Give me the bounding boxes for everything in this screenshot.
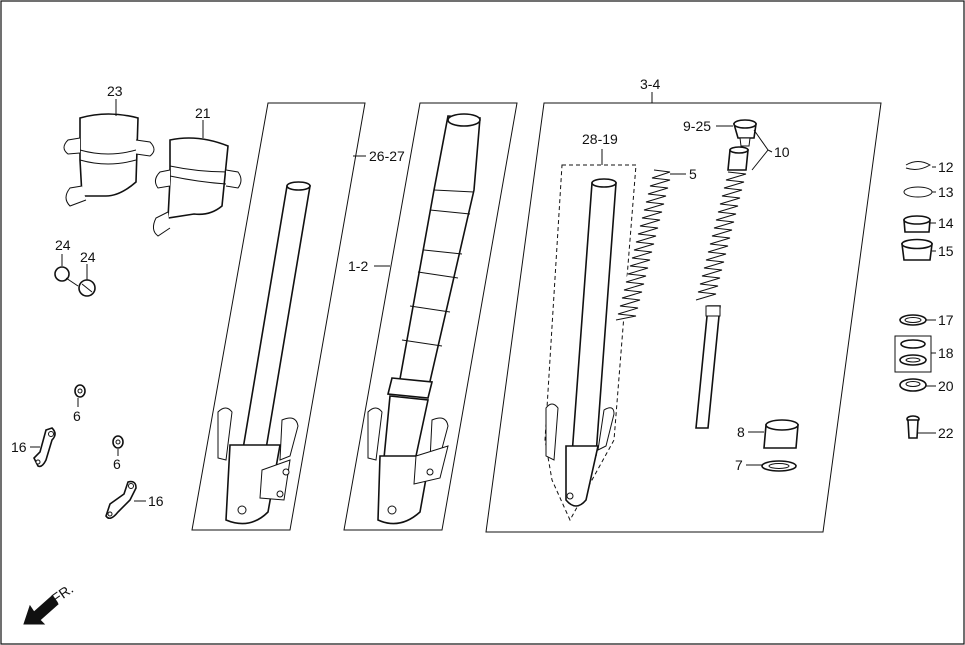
panel-3-4: [485, 102, 882, 533]
label-16a: 16: [11, 439, 27, 455]
bushing-15: [901, 238, 933, 261]
ring-17: [899, 314, 927, 326]
label-5: 5: [689, 166, 697, 182]
label-1-2: 1-2: [348, 258, 368, 274]
cap-9-25: [732, 119, 757, 147]
label-26-27: 26-27: [369, 148, 405, 164]
fork-assembly-1-2: [367, 113, 481, 525]
outline-28-19: [544, 164, 637, 522]
snap-ring-12: [905, 161, 931, 170]
label-13: 13: [938, 184, 954, 200]
label-9-25: 9-25: [683, 118, 711, 134]
fork-leg-26-27: [217, 181, 311, 525]
damper-cartridge-10: [695, 146, 749, 429]
label-6b: 6: [113, 456, 121, 472]
label-7: 7: [735, 457, 743, 473]
screw-24a: [54, 266, 79, 287]
nut-6a: [74, 384, 86, 398]
label-18: 18: [938, 345, 954, 361]
bushing-14: [903, 215, 931, 233]
label-21: 21: [195, 105, 211, 121]
bracket-16a: [33, 427, 56, 468]
spring-5: [615, 169, 671, 321]
label-6a: 6: [73, 408, 81, 424]
label-17: 17: [938, 312, 954, 328]
bearing-set-18: [894, 335, 932, 373]
label-15: 15: [938, 243, 954, 259]
bracket-16b: [105, 480, 137, 520]
screw-24b: [78, 279, 96, 297]
label-14: 14: [938, 215, 954, 231]
label-8: 8: [737, 424, 745, 440]
bearing-race-20: [899, 378, 927, 392]
panel-26-27: [191, 102, 366, 531]
label-22: 22: [938, 425, 954, 441]
bushing-8: [763, 419, 799, 449]
front-arrow-icon: [23, 595, 59, 625]
label-24a: 24: [55, 237, 71, 253]
label-28-19: 28-19: [582, 131, 618, 147]
panel-1-2: [343, 102, 518, 531]
outer-tube-28-19: [545, 178, 617, 507]
label-16b: 16: [148, 493, 164, 509]
seal-7: [761, 460, 797, 472]
label-24b: 24: [80, 249, 96, 265]
bolt-22: [906, 415, 920, 439]
nut-6b: [112, 435, 124, 449]
label-10: 10: [774, 144, 790, 160]
label-23: 23: [107, 83, 123, 99]
label-20: 20: [938, 378, 954, 394]
washer-13: [903, 186, 933, 198]
label-12: 12: [938, 159, 954, 175]
label-3-4: 3-4: [640, 76, 660, 92]
fork-cover-23: [63, 113, 155, 207]
fork-cover-21: [152, 137, 242, 237]
